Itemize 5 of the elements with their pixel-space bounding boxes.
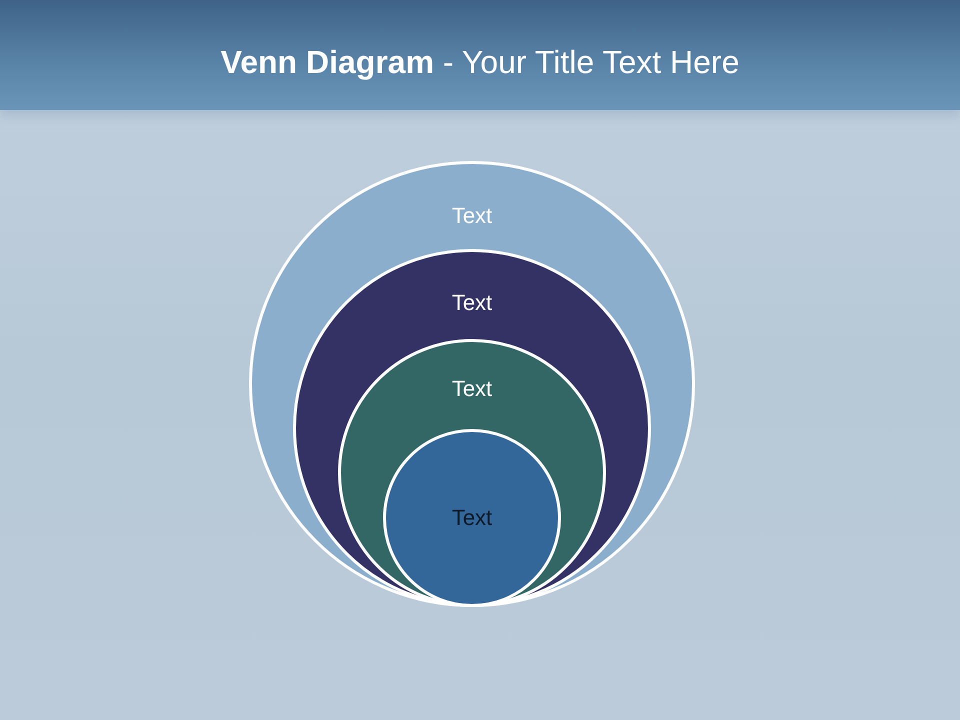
circle-label: Text [450, 505, 494, 531]
title: Venn Diagram - Your Title Text Here [220, 43, 740, 82]
circle-label: Text [450, 203, 494, 229]
circle-label: Text [450, 290, 494, 316]
circle-label: Text [450, 376, 494, 402]
